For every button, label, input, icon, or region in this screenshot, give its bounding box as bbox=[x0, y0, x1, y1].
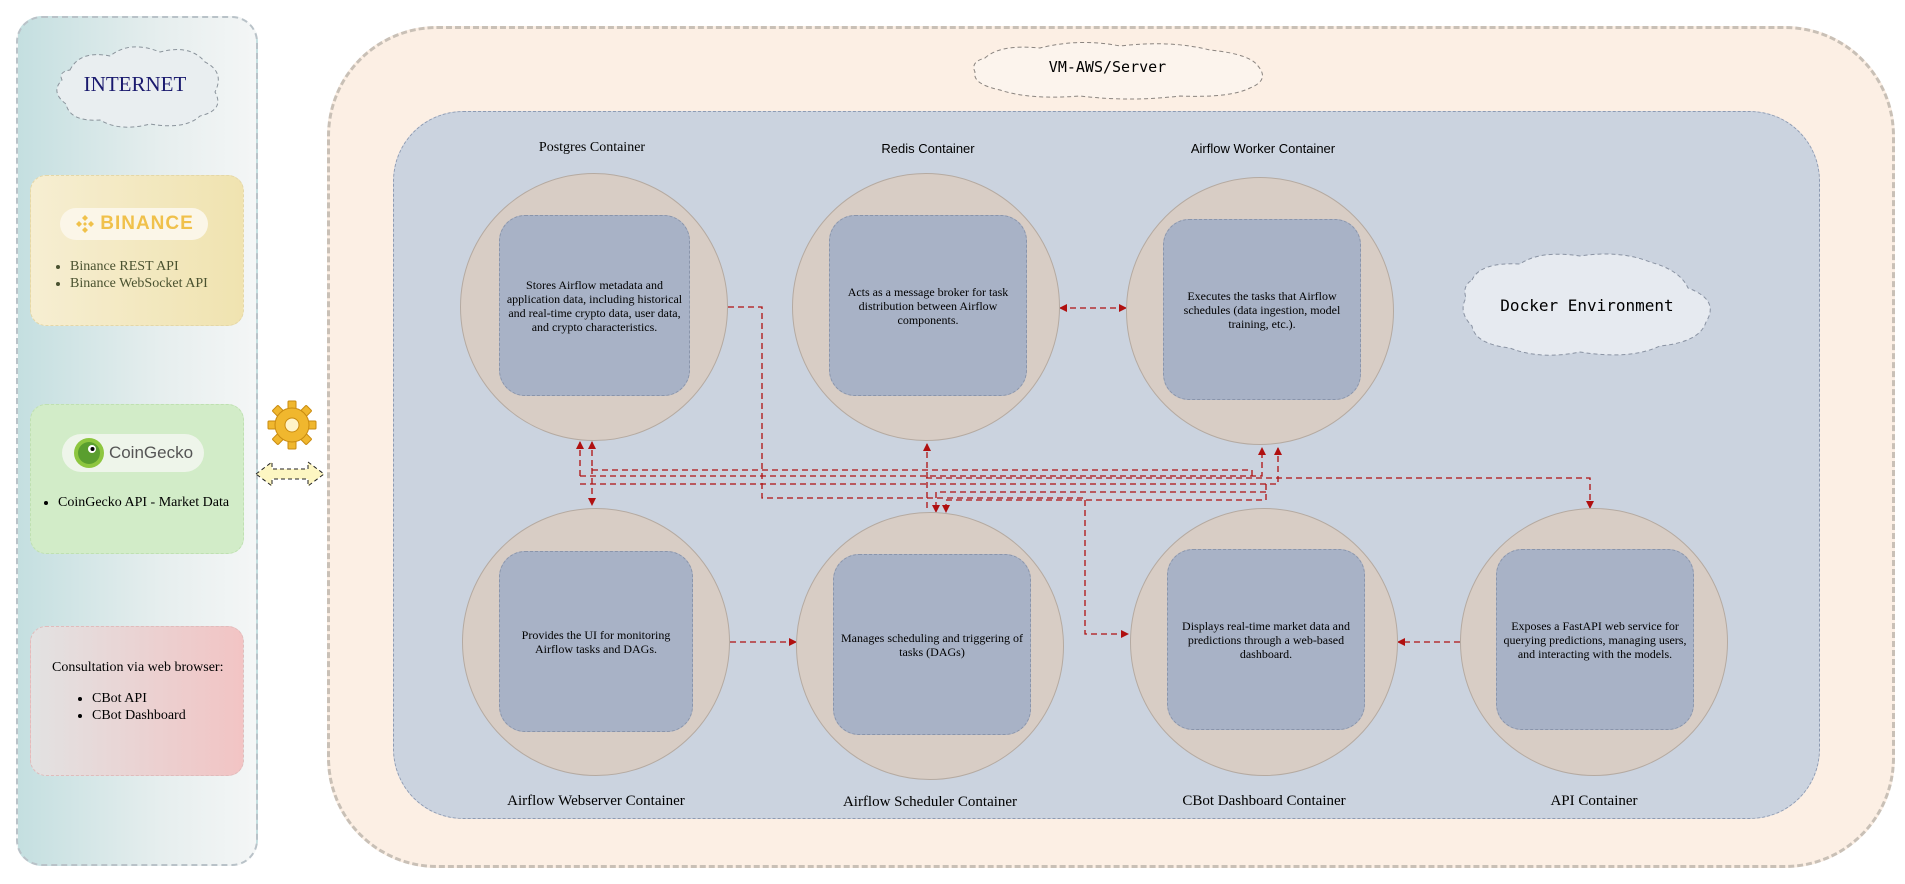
arrow-worker-postgres bbox=[588, 441, 1253, 476]
dashboard-desc: Displays real-time market data and predi… bbox=[1167, 549, 1365, 730]
list-item: CBot API bbox=[92, 690, 186, 707]
list-item: CBot Dashboard bbox=[92, 707, 186, 724]
binance-api-list: Binance REST API Binance WebSocket API bbox=[44, 258, 208, 292]
docker-title: Docker Environment bbox=[1500, 296, 1674, 315]
worker-desc: Executes the tasks that Airflow schedule… bbox=[1163, 219, 1361, 400]
scheduler-title: Airflow Scheduler Container bbox=[842, 794, 1018, 810]
postgres-desc: Stores Airflow metadata and application … bbox=[499, 215, 690, 396]
redis-desc: Acts as a message broker for task distri… bbox=[829, 215, 1027, 396]
api-title: API Container bbox=[1550, 793, 1638, 809]
vm-cloud bbox=[973, 41, 1263, 100]
binance-logo-text: BINANCE bbox=[100, 213, 194, 234]
binance-logo-icon: BINANCE bbox=[60, 208, 208, 240]
list-item: Binance WebSocket API bbox=[70, 275, 208, 292]
coingecko-api-list: CoinGecko API - Market Data bbox=[32, 494, 229, 511]
arrow-worker-scheduler bbox=[932, 491, 1266, 513]
arrow-webserver-worker bbox=[580, 447, 1266, 477]
arrow-worker-scheduler-2 bbox=[942, 484, 1267, 513]
binance-box bbox=[30, 175, 244, 326]
worker-title: Airflow Worker Container bbox=[1190, 141, 1336, 156]
redis-title: Redis Container bbox=[881, 141, 975, 156]
postgres-title: Postgres Container bbox=[538, 140, 646, 155]
webserver-title: Airflow Webserver Container bbox=[507, 793, 685, 809]
list-item: CoinGecko API - Market Data bbox=[58, 494, 229, 511]
arrow-webserver-worker-2 bbox=[580, 447, 1282, 485]
arrow-scheduler-api bbox=[926, 477, 1594, 509]
consultation-box bbox=[30, 626, 244, 776]
internet-title: INTERNET bbox=[83, 72, 187, 96]
dashboard-title: CBot Dashboard Container bbox=[1182, 793, 1346, 809]
vm-title: VM-AWS/Server bbox=[1048, 58, 1167, 76]
consultation-heading: Consultation via web browser: bbox=[52, 660, 224, 675]
webserver-desc: Provides the UI for monitoring Airflow t… bbox=[499, 551, 693, 732]
scheduler-desc: Manages scheduling and triggering of tas… bbox=[833, 554, 1031, 735]
gear-icon bbox=[267, 400, 317, 450]
coingecko-logo-text: CoinGecko bbox=[108, 443, 194, 462]
api-desc: Exposes a FastAPI web service for queryi… bbox=[1496, 549, 1694, 730]
coingecko-logo-icon: CoinGecko bbox=[62, 434, 204, 472]
consultation-list: CBot API CBot Dashboard bbox=[66, 690, 186, 724]
arrow-postgres-dashboard bbox=[728, 306, 1129, 638]
list-item: Binance REST API bbox=[70, 258, 208, 275]
double-arrow-icon bbox=[255, 461, 325, 487]
coingecko-box bbox=[30, 404, 244, 554]
docker-cloud bbox=[1462, 253, 1711, 356]
